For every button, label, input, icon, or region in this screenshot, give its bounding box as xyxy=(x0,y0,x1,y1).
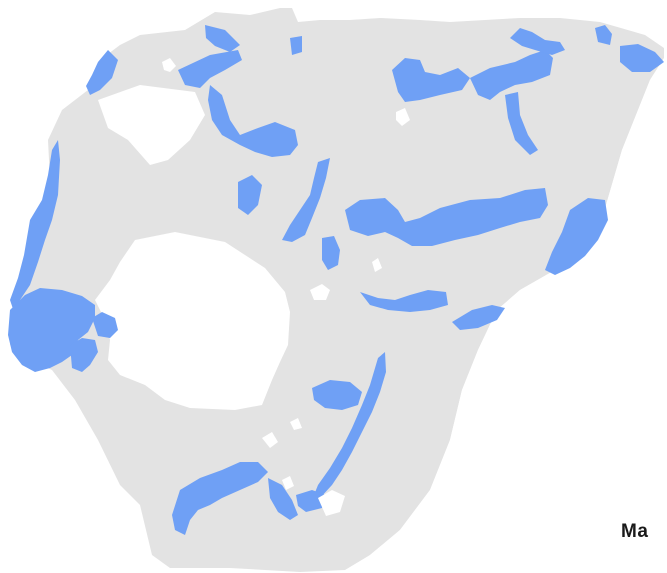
water-central-1 xyxy=(238,175,262,215)
water-central-2 xyxy=(282,158,330,242)
water-northeast-2 xyxy=(470,50,553,100)
clearing-2 xyxy=(396,108,410,126)
water-north-2 xyxy=(178,50,242,88)
water-northeast-3 xyxy=(510,28,565,55)
water-north-1 xyxy=(86,50,118,95)
unmapped-area-north xyxy=(98,85,205,165)
water-northeast-5 xyxy=(620,44,664,72)
clearing-5 xyxy=(262,432,278,448)
water-bodies xyxy=(8,25,664,535)
unmapped-area-west xyxy=(95,232,290,410)
water-north-5 xyxy=(290,36,302,55)
map-edge-label: Ma xyxy=(621,521,649,542)
land-clearings xyxy=(162,58,410,516)
water-channel-east xyxy=(505,92,538,155)
water-west-inlet xyxy=(70,338,98,372)
clearing-7 xyxy=(318,490,345,516)
water-west-island xyxy=(92,312,118,338)
water-south-channel xyxy=(312,352,386,500)
clearing-1 xyxy=(162,58,176,72)
clearing-8 xyxy=(282,476,294,490)
water-central-4 xyxy=(360,290,448,312)
water-south-estuary xyxy=(172,462,268,535)
water-east-5 xyxy=(452,305,505,330)
water-northeast-bay xyxy=(392,58,470,102)
clearing-3 xyxy=(310,284,330,300)
water-south-2 xyxy=(296,490,326,512)
clearing-6 xyxy=(290,418,302,430)
unmapped-area-east xyxy=(345,58,667,573)
water-east-lagoon xyxy=(545,198,608,275)
water-south-branch xyxy=(268,478,298,520)
water-west-coast xyxy=(10,140,60,312)
water-northeast-4 xyxy=(595,25,612,45)
water-lake-large xyxy=(345,188,548,246)
water-central-3 xyxy=(322,236,340,270)
clearing-4 xyxy=(372,258,382,272)
water-north-3 xyxy=(205,25,240,52)
water-south-pond xyxy=(312,380,362,410)
water-north-4 xyxy=(208,85,298,157)
